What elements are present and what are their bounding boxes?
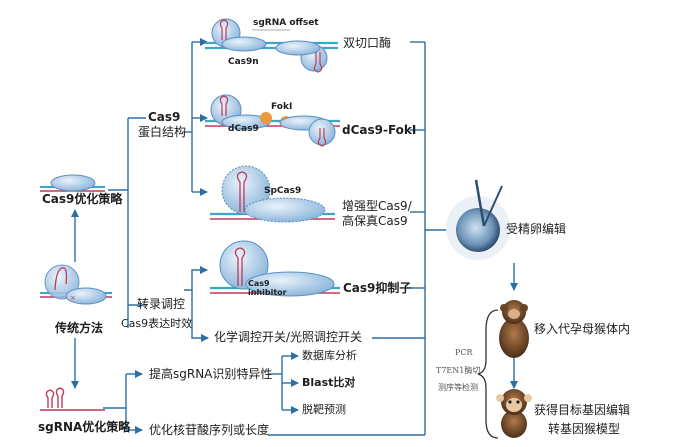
enhanced-cas9-line2: 高保真Cas9 [342,214,408,228]
spcas9-illustration [210,165,335,223]
detect-pcr-label: PCR [455,348,473,357]
cas9-inhibitor-line1: Cas9 [248,279,270,288]
transcription-label: 转录调控 [137,297,186,311]
database-label: 数据库分析 [302,349,357,362]
traditional-label: 传统方法 [55,321,104,335]
cas9-inhibitor-illustration [210,240,340,297]
detect-t7-label: T7EN1酶切 [436,366,481,375]
surrogate-transfer-label: 移入代孕母猴体内 [534,322,631,336]
protein-structure-label: 蛋白结构 [138,125,187,139]
svg-text:×: × [70,294,76,302]
blast-label: Blast比对 [302,376,356,389]
cas9-inhibitor-line2: inhibitor [248,288,287,297]
traditional-illustration: × [40,264,112,305]
detection-brace [477,309,499,439]
sgrna-offset-label: sgRNA offset [253,18,319,28]
cas9-inhibitor-label: Cas9抑制子 [343,281,412,295]
cas9n-illustration [205,18,338,73]
spcas9-label: SpCas9 [264,186,302,196]
cas9-opt-label: Cas9优化策略 [42,192,123,206]
enhanced-cas9-line1: 增强型Cas9/ [342,199,412,213]
cas9n-label: Cas9n [228,57,259,67]
detect-seq-label: 测序等检测 [438,383,478,392]
switch-label: 化学调控开关/光照调控开关 [214,330,363,344]
sgrna-opt-label: sgRNA优化策略 [38,420,131,434]
result-line2: 转基因猴模型 [548,422,621,436]
cas9-opt-illustration [40,174,105,192]
nucleotide-label: 优化核苷酸序列或长度 [149,423,270,437]
cas9-head-label: Cas9 [148,110,181,124]
result-line1: 获得目标基因编辑 [534,403,631,417]
dcas9-label: dCas9 [228,124,259,134]
double-nickase-label: 双切口酶 [343,36,392,50]
surrogate-monkey-illustration [499,300,529,358]
dcas9-foki-illustration [205,94,340,147]
egg-editing-label: 受精卵编辑 [506,222,567,236]
sgrna-illustration [40,387,105,411]
offtarget-label: 脱靶预测 [302,403,346,416]
improve-specificity-label: 提高sgRNA识别特异性 [149,367,273,381]
fertilized-egg-illustration [446,179,510,260]
expression-timing-label: Cas9表达时效 [121,317,193,330]
model-monkey-illustration [496,389,532,438]
dcas9-foki-label: dCas9-FokI [342,123,417,137]
foki-label: FokI [271,102,293,112]
